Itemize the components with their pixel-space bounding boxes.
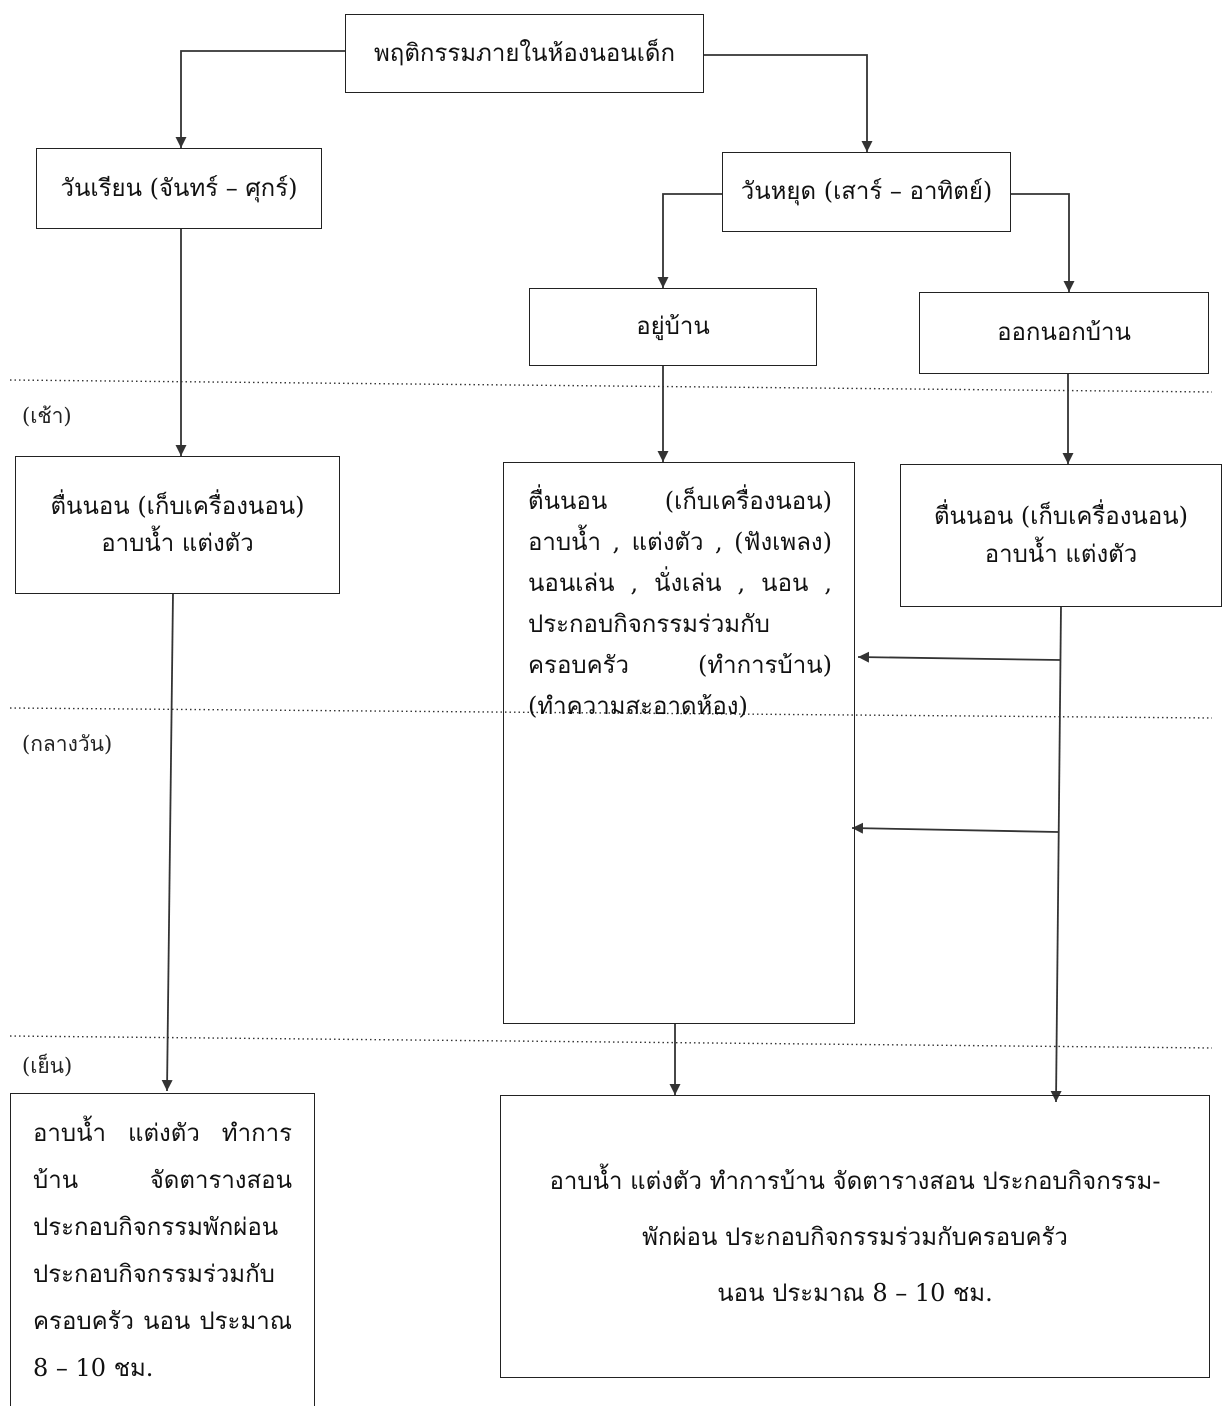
outside-to-evening-connector	[1050, 605, 1062, 1103]
outside-to-home-feedback-connector-1	[857, 651, 1061, 663]
school-morning-to-evening-connector	[161, 592, 174, 1092]
outside-morning-line-1: ตื่นนอน (เก็บเครื่องนอน)	[933, 502, 1189, 531]
go-outside-label: ออกนอกบ้าน	[997, 318, 1131, 347]
weekend-evening-line-1: อาบน้ำ แต่งตัว ทำการบ้าน จัดตารางสอน ประ…	[549, 1166, 1161, 1195]
period-evening-label: (เย็น)	[22, 1054, 73, 1078]
weekend-to-outside-connector	[1011, 193, 1075, 292]
home-activities-node: ตื่นนอน (เก็บเครื่องนอน) อาบน้ำ , แต่งตั…	[503, 462, 855, 1024]
weekend-to-home-connector	[657, 193, 722, 288]
school-evening-text: อาบน้ำ แต่งตัว ทำการบ้าน จัดตารางสอน ประ…	[33, 1119, 292, 1382]
weekend-node: วันหยุด (เสาร์ – อาทิตย์)	[722, 152, 1011, 232]
weekend-label: วันหยุด (เสาร์ – อาทิตย์)	[740, 177, 993, 206]
go-outside-node: ออกนอกบ้าน	[919, 292, 1209, 374]
outside-morning-line-2: อาบน้ำ แต่งตัว	[984, 539, 1138, 568]
school-morning-node: ตื่นนอน (เก็บเครื่องนอน) อาบน้ำ แต่งตัว	[15, 456, 340, 594]
period-afternoon-label: (กลางวัน)	[22, 732, 113, 756]
outside-to-home-feedback-connector-2	[851, 822, 1059, 834]
school-morning-line-1: ตื่นนอน (เก็บเครื่องนอน)	[50, 491, 305, 520]
weekend-evening-line-3: นอน ประมาณ 8 – 10 ชม.	[717, 1278, 993, 1307]
school-day-node: วันเรียน (จันทร์ – ศุกร์)	[36, 148, 322, 229]
root-label: พฤติกรรมภายในห้องนอนเด็ก	[373, 38, 676, 67]
school-evening-node: อาบน้ำ แต่งตัว ทำการบ้าน จัดตารางสอน ประ…	[10, 1093, 315, 1406]
root-node: พฤติกรรมภายในห้องนอนเด็ก	[345, 14, 704, 93]
home-activities-text: ตื่นนอน (เก็บเครื่องนอน) อาบน้ำ , แต่งตั…	[528, 487, 832, 720]
root-to-school-day-connector	[175, 50, 345, 148]
weekend-evening-line-2: พักผ่อน ประกอบกิจกรรมร่วมกับครอบครัว	[642, 1222, 1068, 1251]
weekend-evening-node: อาบน้ำ แต่งตัว ทำการบ้าน จัดตารางสอน ประ…	[500, 1095, 1210, 1378]
at-home-label: อยู่บ้าน	[636, 312, 710, 341]
school-morning-line-2: อาบน้ำ แต่งตัว	[101, 529, 254, 557]
school-day-label: วันเรียน (จันทร์ – ศุกร์)	[60, 173, 298, 202]
root-to-weekend-connector	[703, 54, 873, 152]
period-morning-label: (เช้า)	[22, 404, 72, 428]
outside-morning-node: ตื่นนอน (เก็บเครื่องนอน) อาบน้ำ แต่งตัว	[900, 464, 1222, 607]
at-home-node: อยู่บ้าน	[529, 288, 817, 366]
